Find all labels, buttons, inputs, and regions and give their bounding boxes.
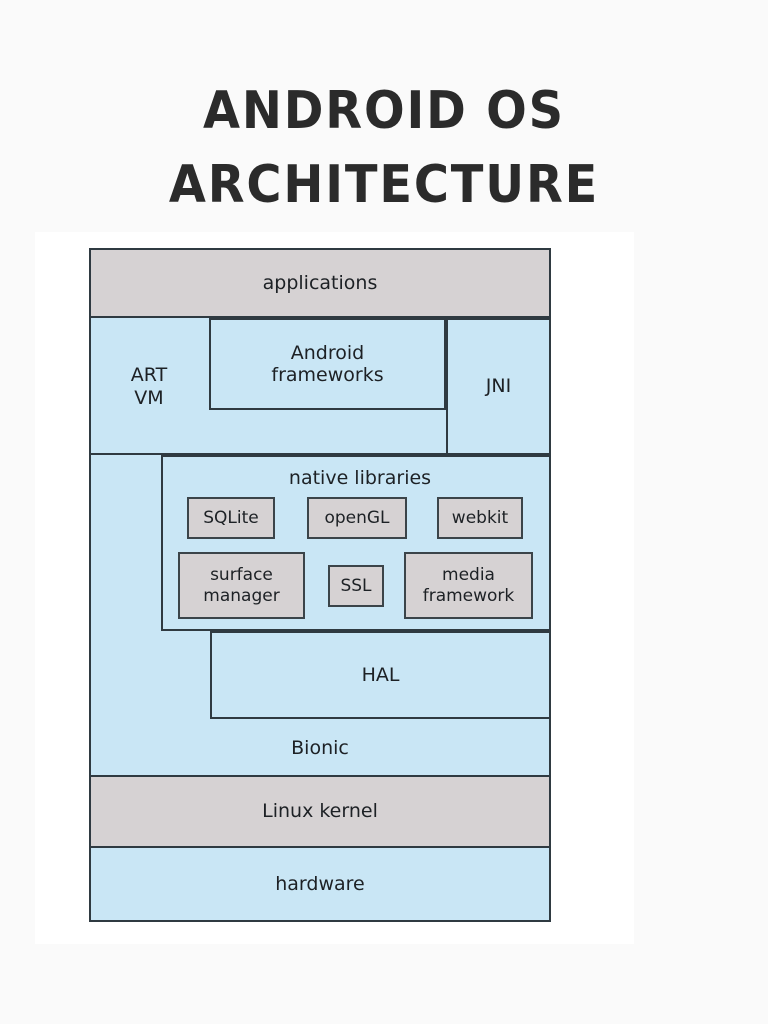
layer-linux-kernel-label: Linux kernel xyxy=(262,800,378,823)
page-title: ANDROID OS ARCHITECTURE xyxy=(0,74,768,222)
layer-jni-label: JNI xyxy=(485,375,512,398)
native-library-surface-manager-label: surface manager xyxy=(203,565,280,606)
native-library-webkit-label: webkit xyxy=(451,507,509,528)
android-architecture-diagram: applications ART VM Android frameworks J… xyxy=(89,248,551,922)
layer-applications: applications xyxy=(89,248,551,318)
layer-art-vm-label: ART VM xyxy=(130,364,168,409)
layer-jni: JNI xyxy=(446,318,551,455)
layer-hal-label: HAL xyxy=(361,663,400,686)
layer-hardware-label: hardware xyxy=(275,872,365,895)
layer-bionic-label: Bionic xyxy=(291,736,349,759)
native-library-surface-manager: surface manager xyxy=(178,552,305,619)
layer-bionic: Bionic xyxy=(89,719,551,777)
layer-native-libraries-label: native libraries xyxy=(288,467,432,489)
native-library-ssl: SSL xyxy=(328,565,384,607)
native-library-media-framework: media framework xyxy=(404,552,533,619)
native-library-ssl-label: SSL xyxy=(340,575,372,596)
page-title-line-2: ARCHITECTURE xyxy=(168,155,600,215)
native-library-sqlite-label: SQLite xyxy=(203,507,259,528)
layer-hal: HAL xyxy=(210,631,551,719)
layer-art-vm: ART VM xyxy=(89,318,209,455)
native-library-opengl: openGL xyxy=(307,497,407,539)
layer-android-frameworks: Android frameworks xyxy=(209,318,446,410)
native-library-media-framework-label: media framework xyxy=(422,565,515,606)
layer-applications-label: applications xyxy=(262,271,378,294)
page-title-line-1: ANDROID OS xyxy=(203,81,565,141)
layer-android-frameworks-label: Android frameworks xyxy=(271,341,384,386)
native-library-webkit: webkit xyxy=(437,497,523,539)
native-library-sqlite: SQLite xyxy=(187,497,275,539)
layer-linux-kernel: Linux kernel xyxy=(89,777,551,848)
layer-hardware: hardware xyxy=(89,848,551,922)
native-library-opengl-label: openGL xyxy=(324,507,390,528)
